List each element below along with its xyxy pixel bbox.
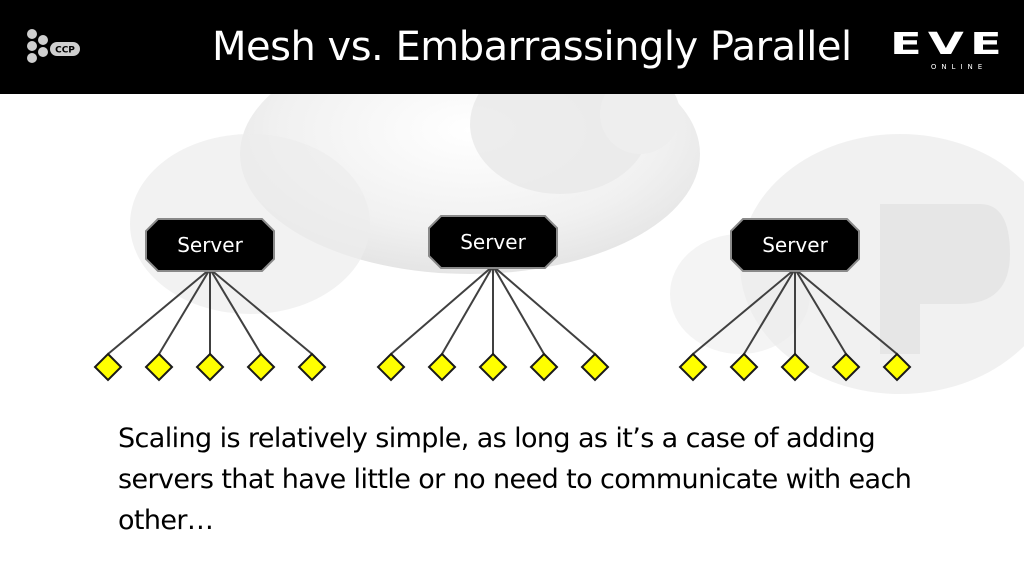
client-node [427, 352, 457, 382]
client-node [729, 352, 759, 382]
connector-line [441, 265, 494, 355]
slide-header: CCP Mesh vs. Embarrassingly Parallel EVE… [0, 0, 1024, 94]
server-group: Server [93, 218, 327, 382]
client-node [529, 352, 559, 382]
client-node [580, 352, 610, 382]
client-node [376, 352, 406, 382]
client-node [780, 352, 810, 382]
server-node [730, 218, 860, 272]
ccp-logo-icon: CCP [27, 29, 80, 63]
server-label: Server [177, 233, 243, 257]
caption-text: Scaling is relatively simple, as long as… [118, 423, 912, 536]
connector-line [794, 268, 847, 355]
client-node [678, 352, 708, 382]
client-node [831, 352, 861, 382]
connector-line [209, 268, 262, 355]
client-node [195, 352, 225, 382]
eve-logo-subtext: ONLINE [931, 63, 987, 71]
client-node [297, 352, 327, 382]
client-node [478, 352, 508, 382]
connector-line [492, 265, 545, 355]
connector-line [209, 268, 313, 355]
server-label: Server [460, 230, 526, 254]
server-group: Server [376, 215, 610, 382]
client-node [882, 352, 912, 382]
ccp-logo-text: CCP [55, 46, 75, 56]
eve-online-logo-icon: EVE ONLINE [890, 28, 1008, 71]
server-label: Server [762, 233, 828, 257]
connector-line [492, 265, 596, 355]
client-node [144, 352, 174, 382]
eve-logo-text: EVE [890, 28, 1008, 62]
connector-line [743, 268, 796, 355]
server-node [145, 218, 275, 272]
client-node [93, 352, 123, 382]
connector-line [390, 265, 494, 355]
client-node [246, 352, 276, 382]
connector-line [692, 268, 796, 355]
server-group: Server [678, 218, 912, 382]
server-client-diagram: Server Server Server [93, 215, 912, 382]
connector-line [107, 268, 211, 355]
connector-line [794, 268, 898, 355]
connector-line [158, 268, 211, 355]
slide-title: Mesh vs. Embarrassingly Parallel [212, 24, 852, 70]
server-node [428, 215, 558, 269]
